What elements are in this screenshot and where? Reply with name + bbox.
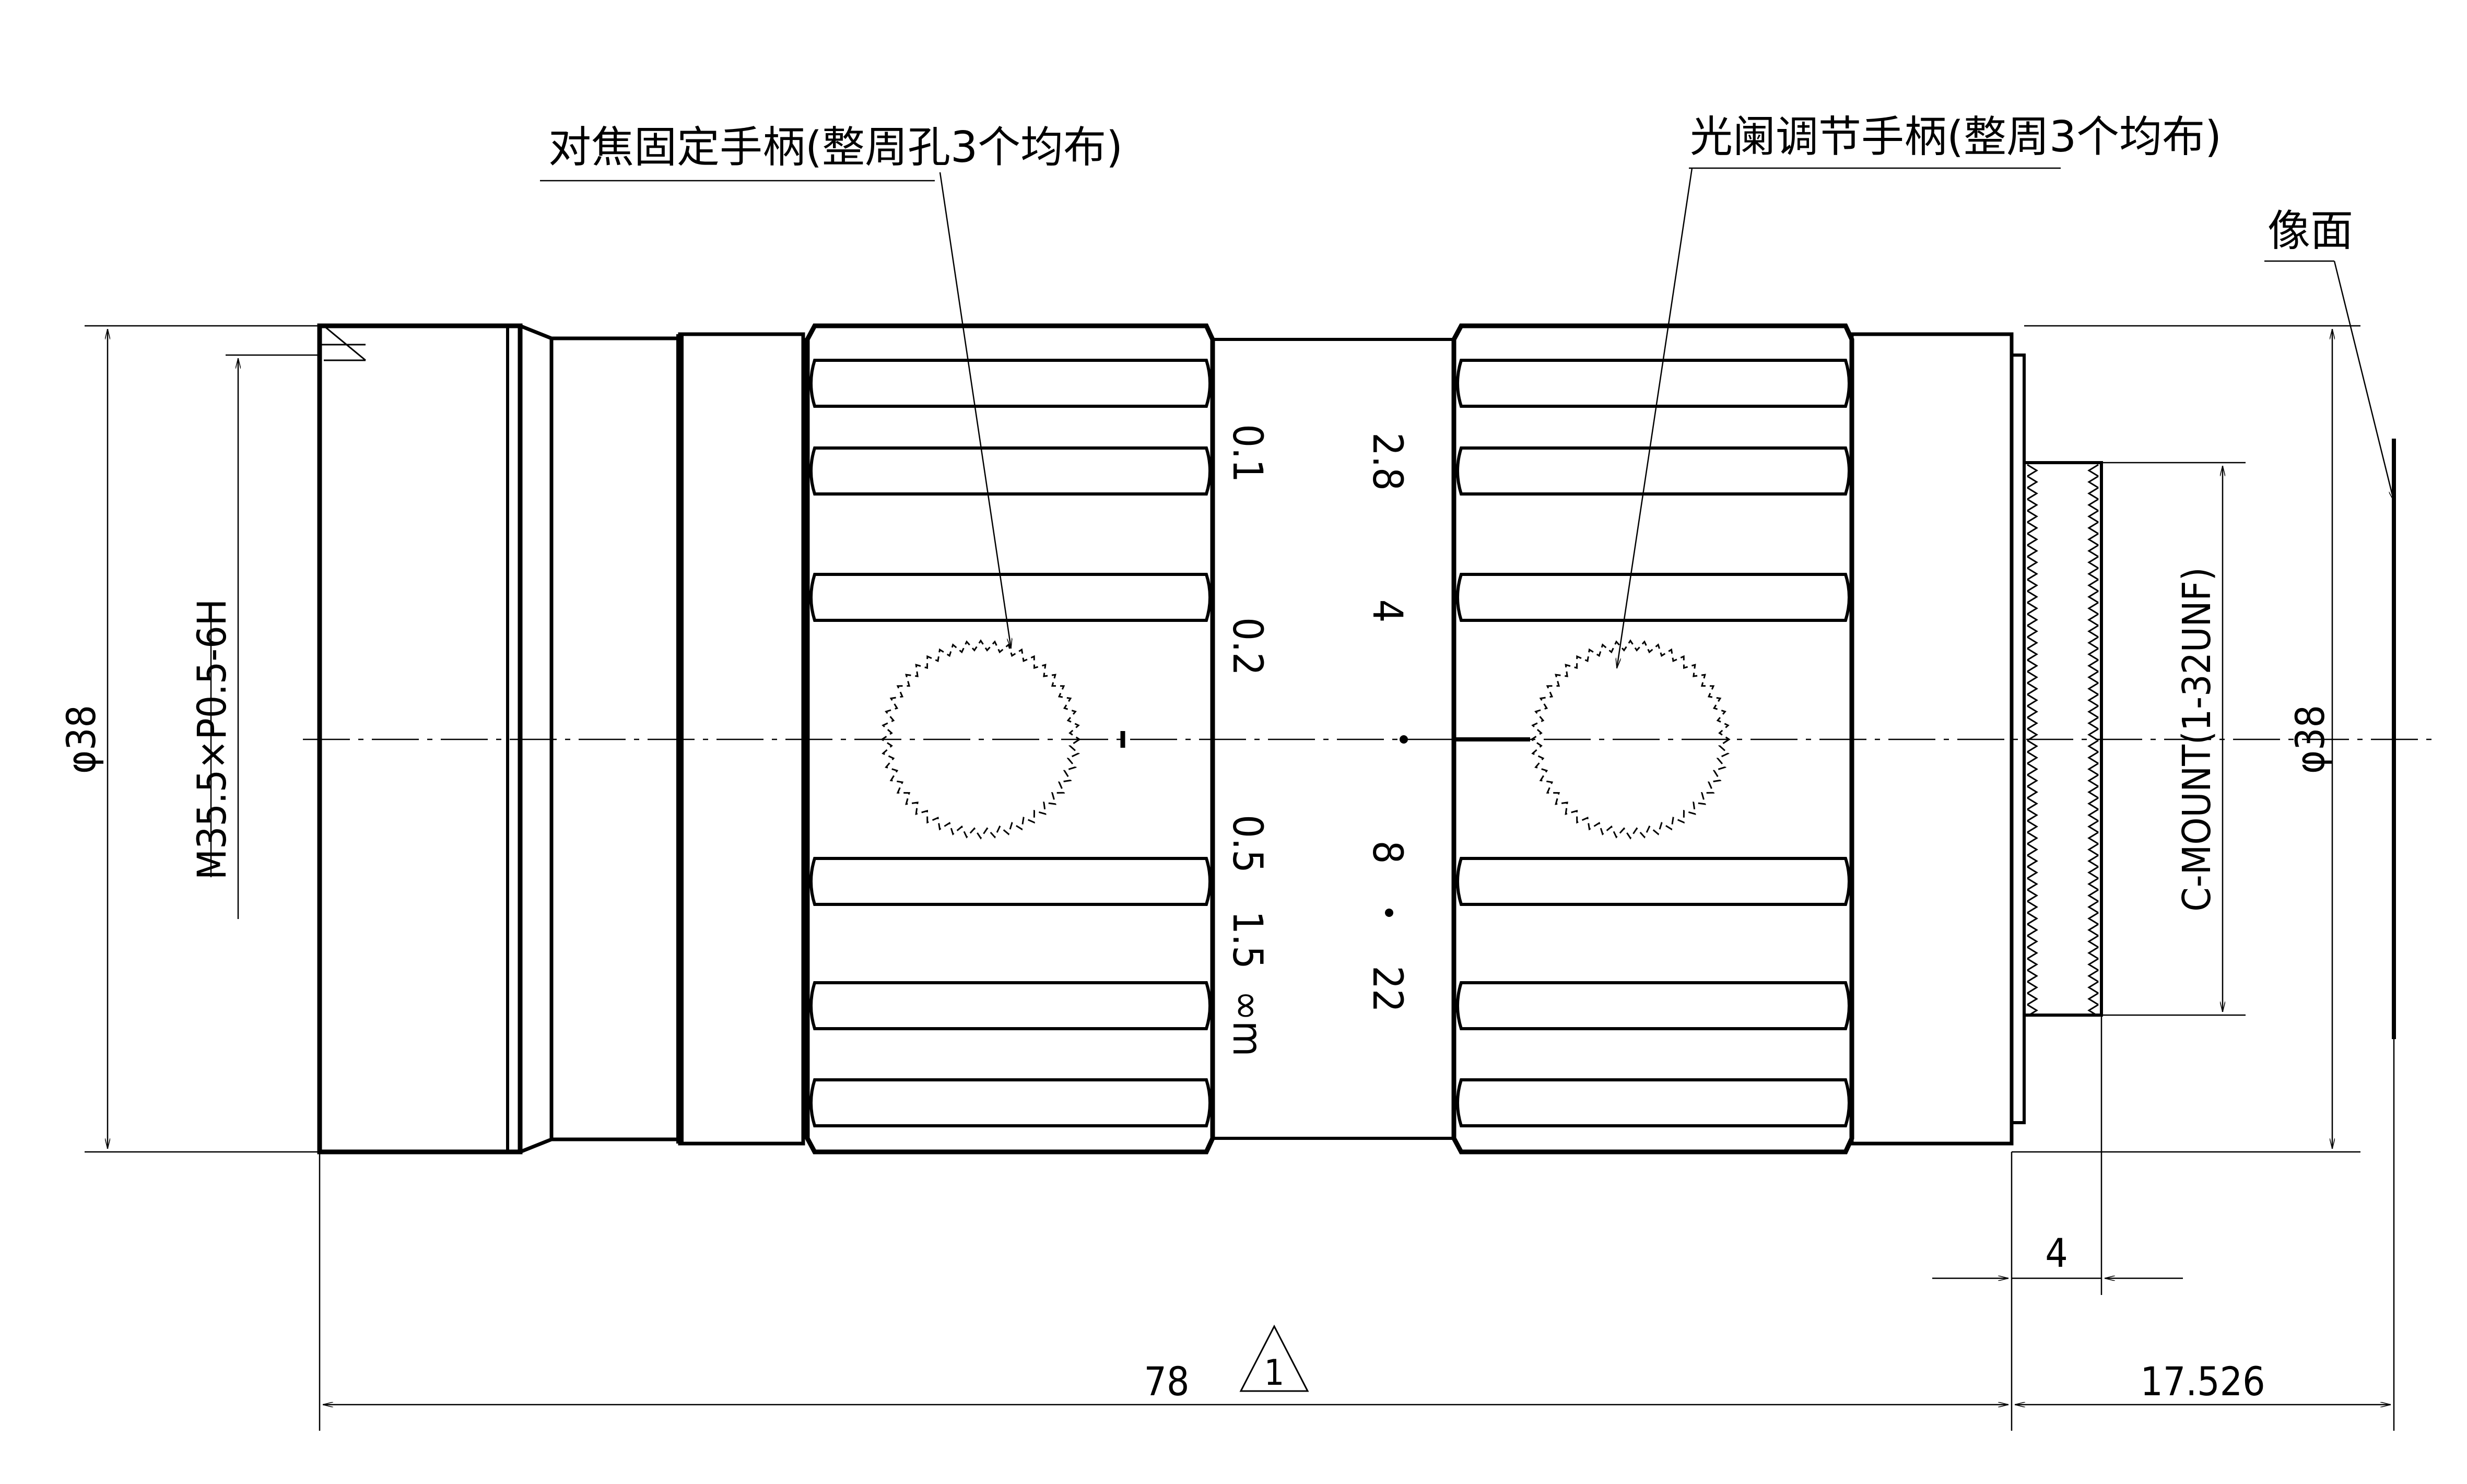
focus-ring: [805, 323, 1215, 1155]
focus-scale-3: 1.5: [1224, 911, 1271, 969]
iris-dot-2: [1385, 909, 1393, 917]
revision-mark-label: 1: [1264, 1352, 1285, 1394]
focus-scale-0: 0.1: [1224, 424, 1271, 482]
flange-distance-label: 17.526: [2140, 1358, 2265, 1405]
knurl-groove: [809, 857, 1212, 906]
knurl-groove: [809, 981, 1212, 1030]
knurl-groove: [1456, 573, 1851, 622]
iris-ring: [1451, 323, 1854, 1155]
dimension-lines: [85, 325, 2395, 1431]
iris-dot-1: [1400, 735, 1408, 744]
iris-scale-3: 22: [1364, 965, 1411, 1012]
knurl-groove: [1456, 446, 1851, 496]
image-plane-callout: [2264, 260, 2395, 501]
knurl-groove: [809, 1078, 1212, 1127]
knurl-groove: [1456, 359, 1851, 408]
thread-spec-label: M35.5×P0.5-6H: [189, 599, 235, 880]
iris-handle-callout: [1617, 167, 2061, 668]
thread-teeth: [2027, 464, 2099, 1017]
focus-scale-2: 0.5: [1224, 815, 1271, 873]
right-diameter-label: φ38: [2287, 705, 2333, 774]
image-plane-label: 像面: [2268, 206, 2353, 256]
c-mount-label: C-MOUNT(1-32UNF): [2175, 567, 2219, 911]
focus-scale-4: ∞m: [1224, 991, 1271, 1057]
knurl-groove: [809, 359, 1212, 408]
left-diameter-label: φ38: [58, 705, 104, 774]
knurl-groove: [1456, 981, 1851, 1030]
knurl-groove: [1456, 857, 1851, 906]
iris-scale-2: 8: [1364, 841, 1411, 864]
knurl-groove: [809, 573, 1212, 622]
iris-scale-0: 2.8: [1364, 432, 1411, 491]
revision-triangle: [1239, 1324, 1309, 1392]
focus-handle-label: 对焦固定手柄(整周孔3个均布): [548, 123, 1123, 172]
iris-scale-1: 4: [1364, 599, 1411, 623]
knurl-groove: [809, 446, 1212, 496]
overall-length-label: 78: [1144, 1358, 1190, 1405]
mount-length-label: 4: [2045, 1230, 2068, 1276]
focus-handle-callout: [540, 172, 1011, 649]
knurl-groove: [1456, 1078, 1851, 1127]
iris-handle-label: 光阑调节手柄(整周3个均布): [1690, 112, 2222, 162]
focus-scale-1: 0.2: [1224, 617, 1271, 676]
